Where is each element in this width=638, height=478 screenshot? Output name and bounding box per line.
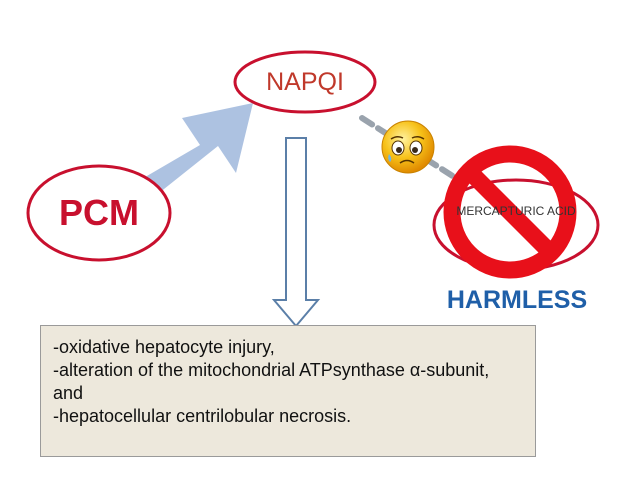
effect-item: -oxidative hepatocyte injury,	[53, 337, 275, 357]
harmless-label: HARMLESS	[446, 286, 588, 314]
napqi-label: NAPQI	[266, 68, 344, 96]
napqi-node	[233, 50, 377, 114]
napqi-to-effects-arrow	[271, 137, 321, 328]
effect-item: -hepatocellular centrilobular necrosis.	[53, 406, 352, 426]
worried-face-icon	[381, 120, 435, 174]
pcm-label: PCM	[59, 192, 139, 233]
pcm-node	[26, 164, 172, 262]
prohibition-icon	[443, 145, 577, 279]
effect-item: -alteration of the mitochondrial ATPsynt…	[53, 360, 490, 403]
mercapturic-acid-label: MERCAPTURIC ACID	[456, 204, 576, 218]
toxic-effects-box: -oxidative hepatocyte injury, -alteratio…	[40, 325, 536, 457]
